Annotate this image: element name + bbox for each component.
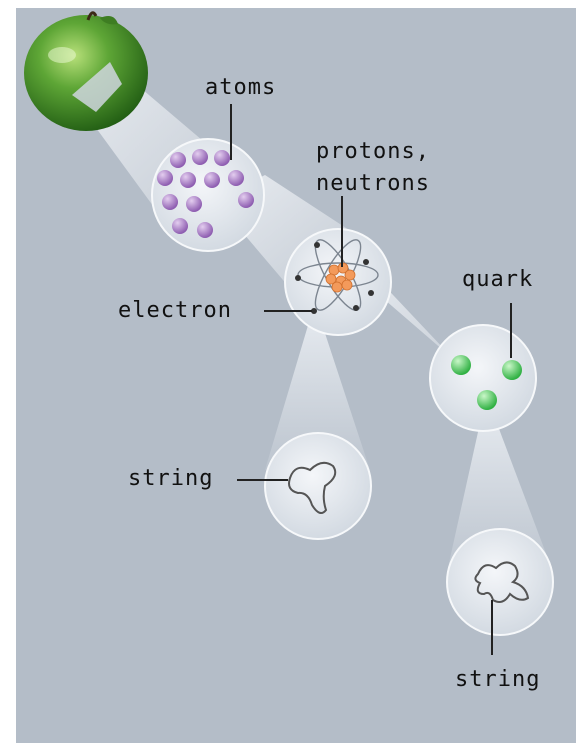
quark-sphere [477, 390, 497, 410]
label-protons-line2: neutrons [316, 171, 430, 196]
label-electron: electron [118, 298, 232, 323]
quark-sphere [502, 360, 522, 380]
label-string-left: string [128, 466, 213, 491]
label-string-bottom: string [455, 667, 540, 692]
nucleus-bubble [285, 229, 391, 335]
string-bubble-bottom [447, 529, 553, 635]
label-quark: quark [462, 267, 533, 292]
quark-sphere [451, 355, 471, 375]
label-protons-line1: protons, [316, 139, 430, 164]
quark-bubble [430, 325, 536, 431]
string-bubble-left [265, 433, 371, 539]
label-atoms: atoms [205, 75, 276, 100]
atoms-bubble [152, 139, 264, 251]
